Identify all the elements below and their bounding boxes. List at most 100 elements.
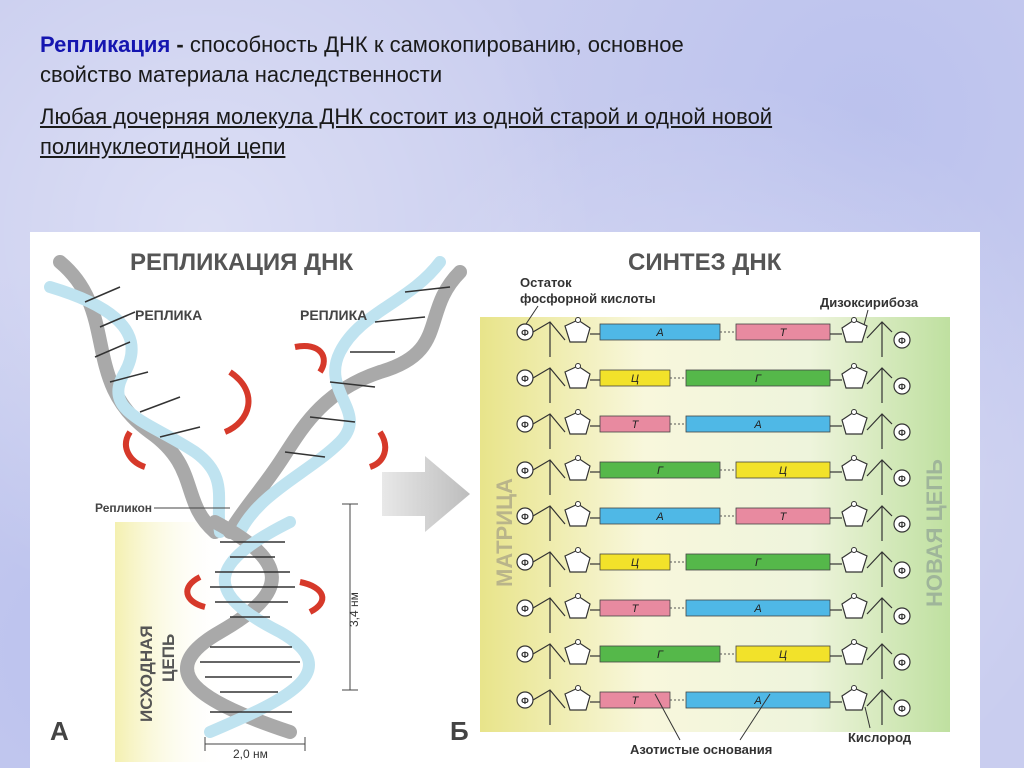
base-right — [735, 645, 831, 663]
base-left-letter: Ц — [631, 373, 639, 385]
phosphate-circle-right — [893, 331, 911, 349]
backbone-right — [866, 689, 893, 725]
base-left-letter: Г — [657, 465, 664, 477]
dna-figure: РЕПЛИКАЦИЯ ДНК СИНТЕЗ ДНК — [30, 232, 980, 768]
phosphate-symbol-right: Ф — [898, 612, 906, 622]
term-replication: Репликация — [40, 32, 171, 57]
panel-a-letter: А — [50, 716, 69, 746]
original-chain-label-2: ЦЕПЬ — [159, 634, 178, 682]
new-chain-label: НОВАЯ ЦЕПЬ — [922, 459, 947, 607]
phosphate-circle-right — [893, 515, 911, 533]
phosphate-symbol-left: Ф — [521, 374, 529, 384]
base-right — [685, 599, 831, 617]
base-right — [685, 369, 831, 387]
phosphate-symbol-right: Ф — [898, 520, 906, 530]
base-left-letter: Т — [632, 603, 640, 615]
backbone-right — [866, 643, 893, 679]
replica-right-label: РЕПЛИКА — [300, 307, 367, 323]
oxygen-right — [851, 455, 857, 461]
oxygen-right — [851, 593, 857, 599]
phosphate-pointer — [525, 305, 539, 325]
backbone-left — [532, 643, 566, 679]
dna-figure-svg: РЕПЛИКАЦИЯ ДНК СИНТЕЗ ДНК — [44, 249, 950, 762]
phosphate-label-2: фосфорной кислоты — [520, 291, 656, 306]
statement-paragraph: Любая дочерняя молекула ДНК состоит из о… — [40, 102, 1000, 162]
phosphate-symbol-right: Ф — [898, 474, 906, 484]
backbone-right — [866, 505, 893, 541]
right-title: СИНТЕЗ ДНК — [628, 249, 782, 276]
oxygen-left — [575, 363, 581, 369]
backbone-left — [532, 551, 566, 587]
base-right-letter: Ц — [779, 465, 787, 477]
phosphate-symbol-right: Ф — [898, 382, 906, 392]
replicon-label: Репликон — [95, 501, 152, 515]
backbone-left — [532, 459, 566, 495]
oxygen-right — [851, 317, 857, 323]
slide-text: Репликация - способность ДНК к самокопир… — [40, 30, 1000, 162]
oxygen-right — [851, 409, 857, 415]
nitrogen-pointer-1 — [654, 693, 681, 741]
term-dash: - — [176, 32, 184, 57]
phosphate-circle-right — [893, 469, 911, 487]
deoxyribose-label: Дизоксирибоза — [820, 295, 919, 310]
base-right — [735, 323, 831, 341]
phosphate-symbol-left: Ф — [521, 558, 529, 568]
oxygen-label: Кислород — [848, 730, 912, 745]
oxygen-left — [575, 501, 581, 507]
left-title: РЕПЛИКАЦИЯ ДНК — [130, 249, 353, 276]
base-right-letter: Ц — [779, 649, 787, 661]
base-right — [685, 415, 831, 433]
phosphate-symbol-left: Ф — [521, 604, 529, 614]
definition-line1: способность ДНК к самокопированию, основ… — [183, 32, 684, 57]
phosphate-circle-right — [893, 699, 911, 717]
base-right — [735, 507, 831, 525]
phosphate-circle-right — [893, 607, 911, 625]
phosphate-circle-right — [893, 561, 911, 579]
oxygen-right — [851, 639, 857, 645]
phosphate-symbol-right: Ф — [898, 658, 906, 668]
oxygen-right — [851, 547, 857, 553]
oxygen-left — [575, 547, 581, 553]
oxygen-right — [851, 501, 857, 507]
base-right-letter: А — [753, 603, 761, 615]
oxygen-left — [575, 639, 581, 645]
phosphate-symbol-left: Ф — [521, 512, 529, 522]
replica-left-label: РЕПЛИКА — [135, 307, 202, 323]
base-left-letter: Т — [632, 695, 640, 707]
base-right — [685, 691, 831, 709]
base-right-letter: А — [753, 419, 761, 431]
base-right-letter: А — [753, 695, 761, 707]
size-20-label: 2,0 нм — [233, 747, 268, 761]
statement-line1: Любая дочерняя молекула ДНК состоит из о… — [40, 104, 773, 129]
base-right-letter: Т — [780, 327, 788, 339]
phosphate-symbol-right: Ф — [898, 704, 906, 714]
base-right — [685, 553, 831, 571]
backbone-right — [866, 597, 893, 633]
backbone-left — [532, 321, 566, 357]
original-chain-label-1: ИСХОДНАЯ — [137, 625, 156, 722]
base-left-letter: Ц — [631, 557, 639, 569]
phosphate-circle-right — [893, 377, 911, 395]
phosphate-symbol-left: Ф — [521, 466, 529, 476]
base-left-letter: А — [655, 511, 663, 523]
base-right-letter: Г — [755, 373, 762, 385]
backbone-right — [866, 459, 893, 495]
definition-line2: свойство материала наследственности — [40, 62, 443, 87]
oxygen-left — [575, 455, 581, 461]
matrix-label: МАТРИЦА — [492, 478, 517, 587]
backbone-left — [532, 413, 566, 449]
backbone-right — [866, 321, 893, 357]
dimension-34 — [342, 503, 358, 691]
size-34-label: 3,4 нм — [347, 592, 361, 627]
backbone-left — [532, 505, 566, 541]
base-left-letter: А — [655, 327, 663, 339]
phosphate-symbol-left: Ф — [521, 328, 529, 338]
backbone-right — [866, 367, 893, 403]
rotation-arrows — [123, 343, 389, 615]
